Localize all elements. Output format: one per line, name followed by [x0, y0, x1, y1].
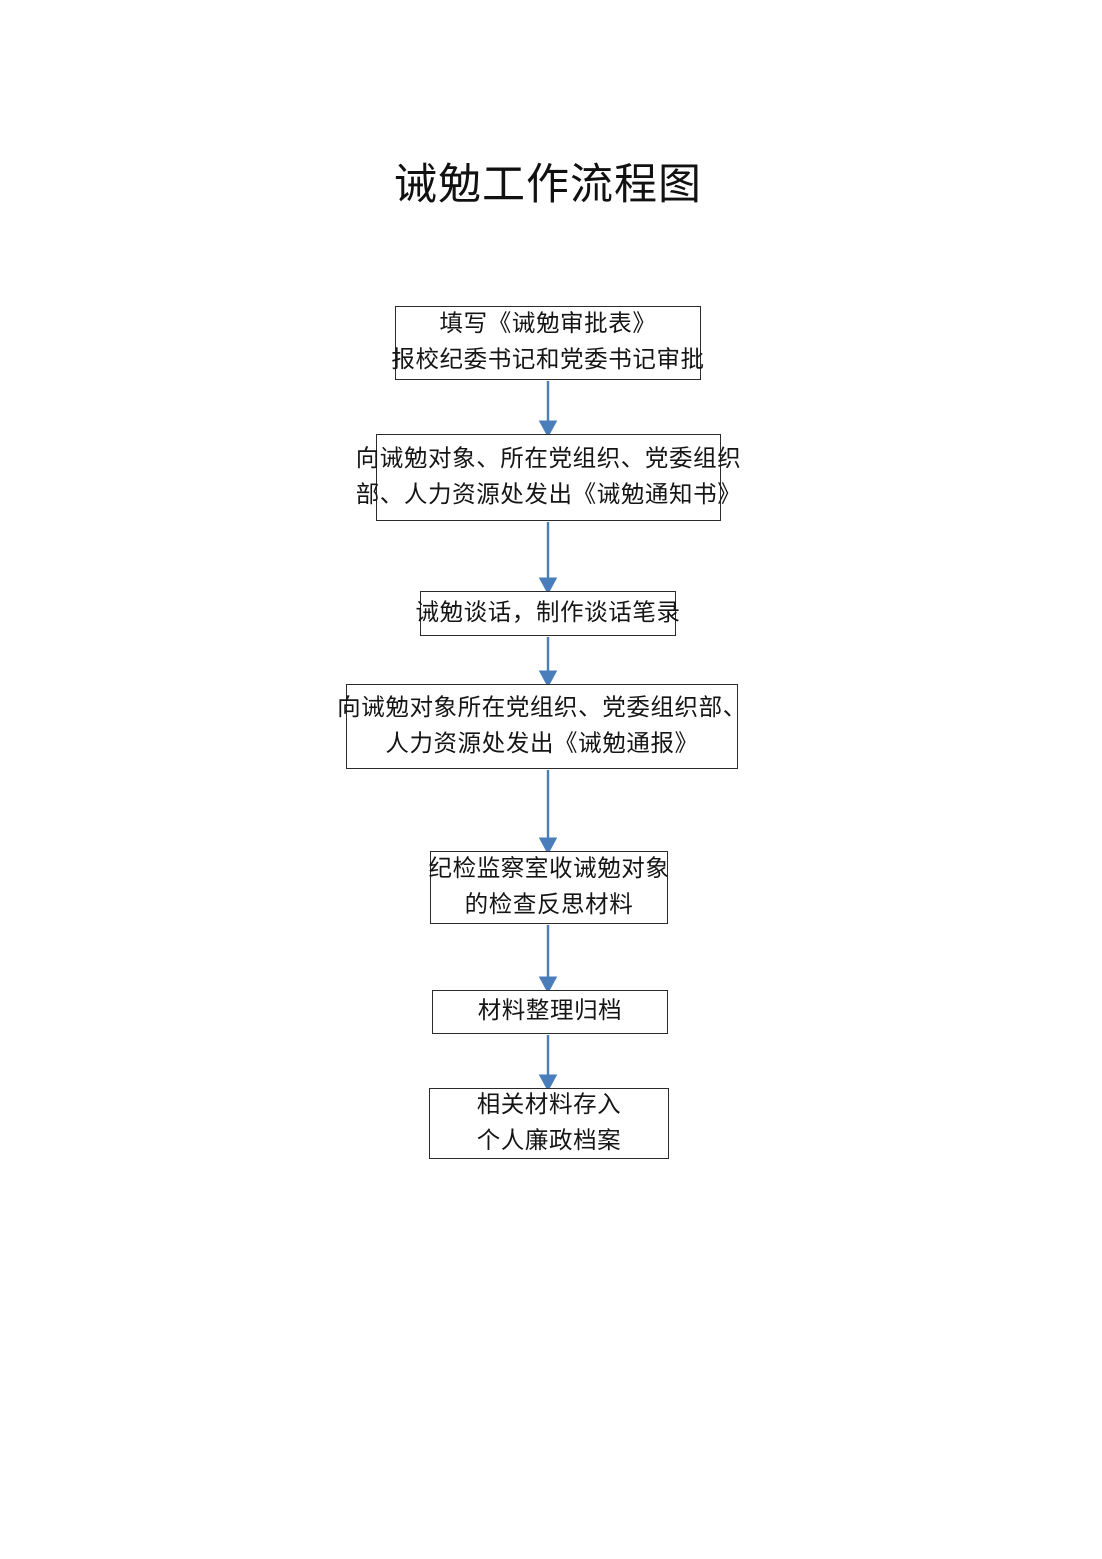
flow-node-step-7-line-1: 相关材料存入	[476, 1091, 622, 1118]
flow-node-step-5: 纪检监察室收诫勉对象 的检查反思材料	[428, 851, 670, 924]
flow-node-step-7: 相关材料存入 个人廉政档案	[429, 1088, 669, 1159]
flow-node-step-5-line-2: 的检查反思材料	[464, 891, 634, 918]
flow-node-step-2-line-2: 部、人力资源处发出《诫勉通知书》	[355, 481, 742, 508]
connector-step1-step2	[537, 381, 559, 428]
page-title: 诫勉工作流程图	[0, 162, 1102, 210]
flow-node-step-4-line-1: 向诫勉对象所在党组织、党委组织部、	[337, 694, 747, 721]
connector-step6-step7	[537, 1035, 559, 1082]
flow-node-step-1: 填写《诫勉审批表》 报校纪委书记和党委书记审批	[391, 306, 704, 380]
flow-node-step-6-line-1: 材料整理归档	[477, 998, 623, 1025]
flow-node-step-3-line-1: 诫勉谈话，制作谈话笔录	[415, 599, 681, 626]
flow-node-step-5-line-1: 纪检监察室收诫勉对象	[428, 855, 670, 882]
flow-node-step-6: 材料整理归档	[432, 990, 668, 1034]
connector-step5-step6	[537, 925, 559, 984]
connector-step3-step4	[537, 637, 559, 678]
flow-node-step-1-line-1: 填写《诫勉审批表》	[439, 311, 657, 338]
flow-node-step-3: 诫勉谈话，制作谈话笔录	[415, 591, 680, 636]
flow-node-step-2: 向诫勉对象、所在党组织、党委组织 部、人力资源处发出《诫勉通知书》	[356, 434, 741, 521]
connector-step4-step5	[537, 770, 559, 845]
flow-node-step-4-line-2: 人力资源处发出《诫勉通报》	[385, 730, 699, 757]
flow-node-step-1-line-2: 报校纪委书记和党委书记审批	[391, 347, 705, 373]
flow-node-step-4: 向诫勉对象所在党组织、党委组织部、 人力资源处发出《诫勉通报》	[337, 684, 746, 769]
flow-node-step-7-line-2: 个人廉政档案	[476, 1127, 622, 1154]
flow-node-step-2-line-1: 向诫勉对象、所在党组织、党委组织	[355, 445, 742, 472]
page-title-text: 诫勉工作流程图	[394, 161, 702, 209]
connector-step2-step3	[537, 522, 559, 585]
